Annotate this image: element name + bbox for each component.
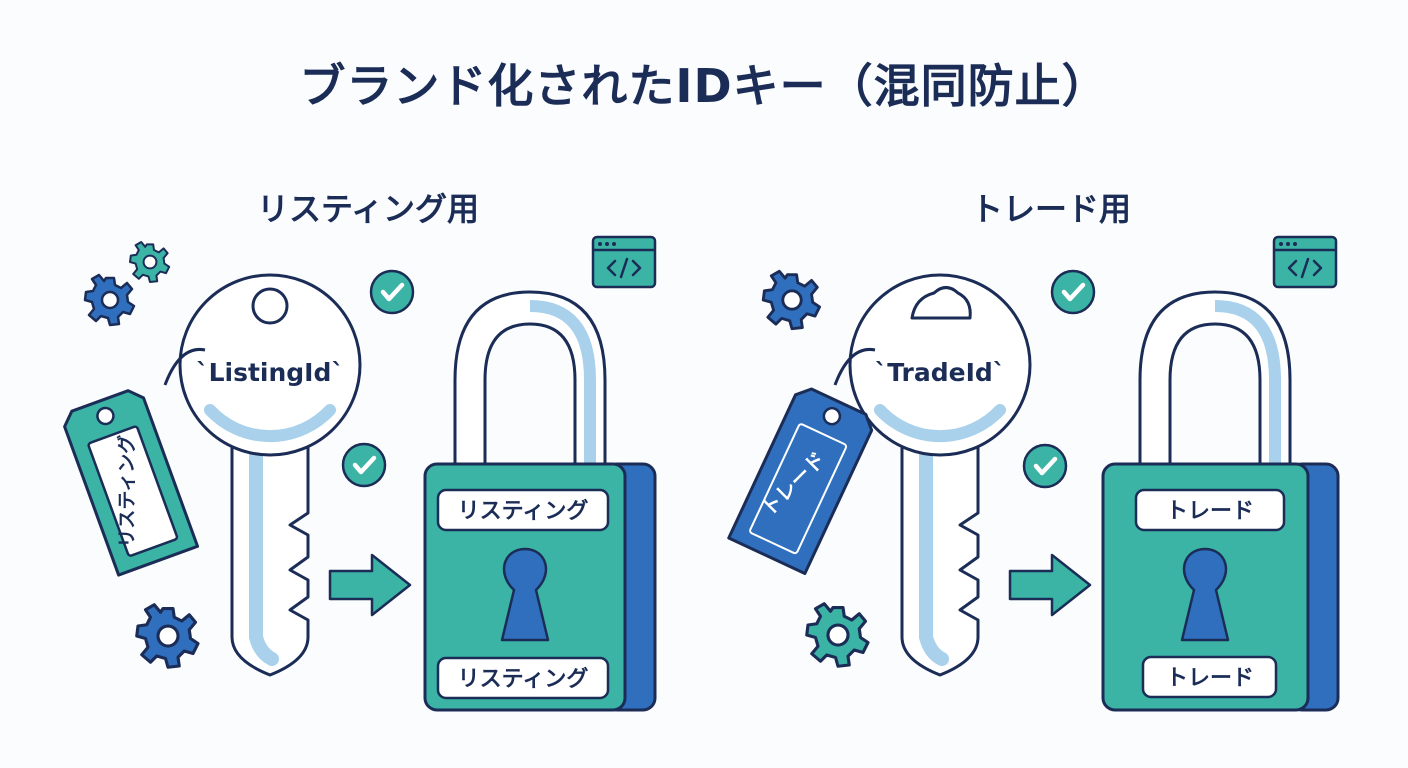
trade-tag: トレード	[727, 387, 874, 576]
check-icon	[1052, 271, 1094, 313]
page-title: ブランド化されたIDキー（混同防止）	[299, 59, 1109, 113]
listing-section-title: リスティング用	[256, 190, 480, 228]
listing-lock-label-bottom: リスティング	[458, 666, 589, 692]
arrow-right-icon	[1008, 553, 1092, 617]
listing-tag: リスティング	[63, 389, 200, 577]
listing-lock-label-top: リスティング	[458, 498, 589, 524]
gear-icon	[135, 603, 200, 669]
check-icon	[343, 444, 385, 486]
listing-key-label: `ListingId`	[196, 358, 344, 387]
gear-icon	[128, 240, 171, 284]
listing-tag-label: リスティング	[115, 435, 138, 548]
trade-lock-label-bottom: トレード	[1166, 666, 1254, 691]
listing-padlock: リスティング リスティング	[423, 290, 657, 712]
gear-icon	[83, 273, 136, 327]
arrow-right-icon	[328, 553, 412, 617]
gear-icon	[805, 602, 870, 668]
trade-key: `TradeId`	[833, 273, 1032, 675]
trade-lock-label-top: トレード	[1166, 499, 1254, 524]
gear-icon	[761, 269, 822, 331]
code-window-icon	[1272, 235, 1338, 289]
code-window-icon	[591, 235, 657, 289]
trade-key-label: `TradeId`	[875, 358, 1006, 387]
check-icon	[1024, 445, 1066, 487]
tag-icon	[727, 387, 874, 576]
check-icon	[371, 271, 413, 313]
listing-key: `ListingId`	[163, 273, 362, 675]
trade-section-title: トレード用	[970, 190, 1131, 228]
trade-padlock: トレード トレード	[1101, 290, 1340, 712]
